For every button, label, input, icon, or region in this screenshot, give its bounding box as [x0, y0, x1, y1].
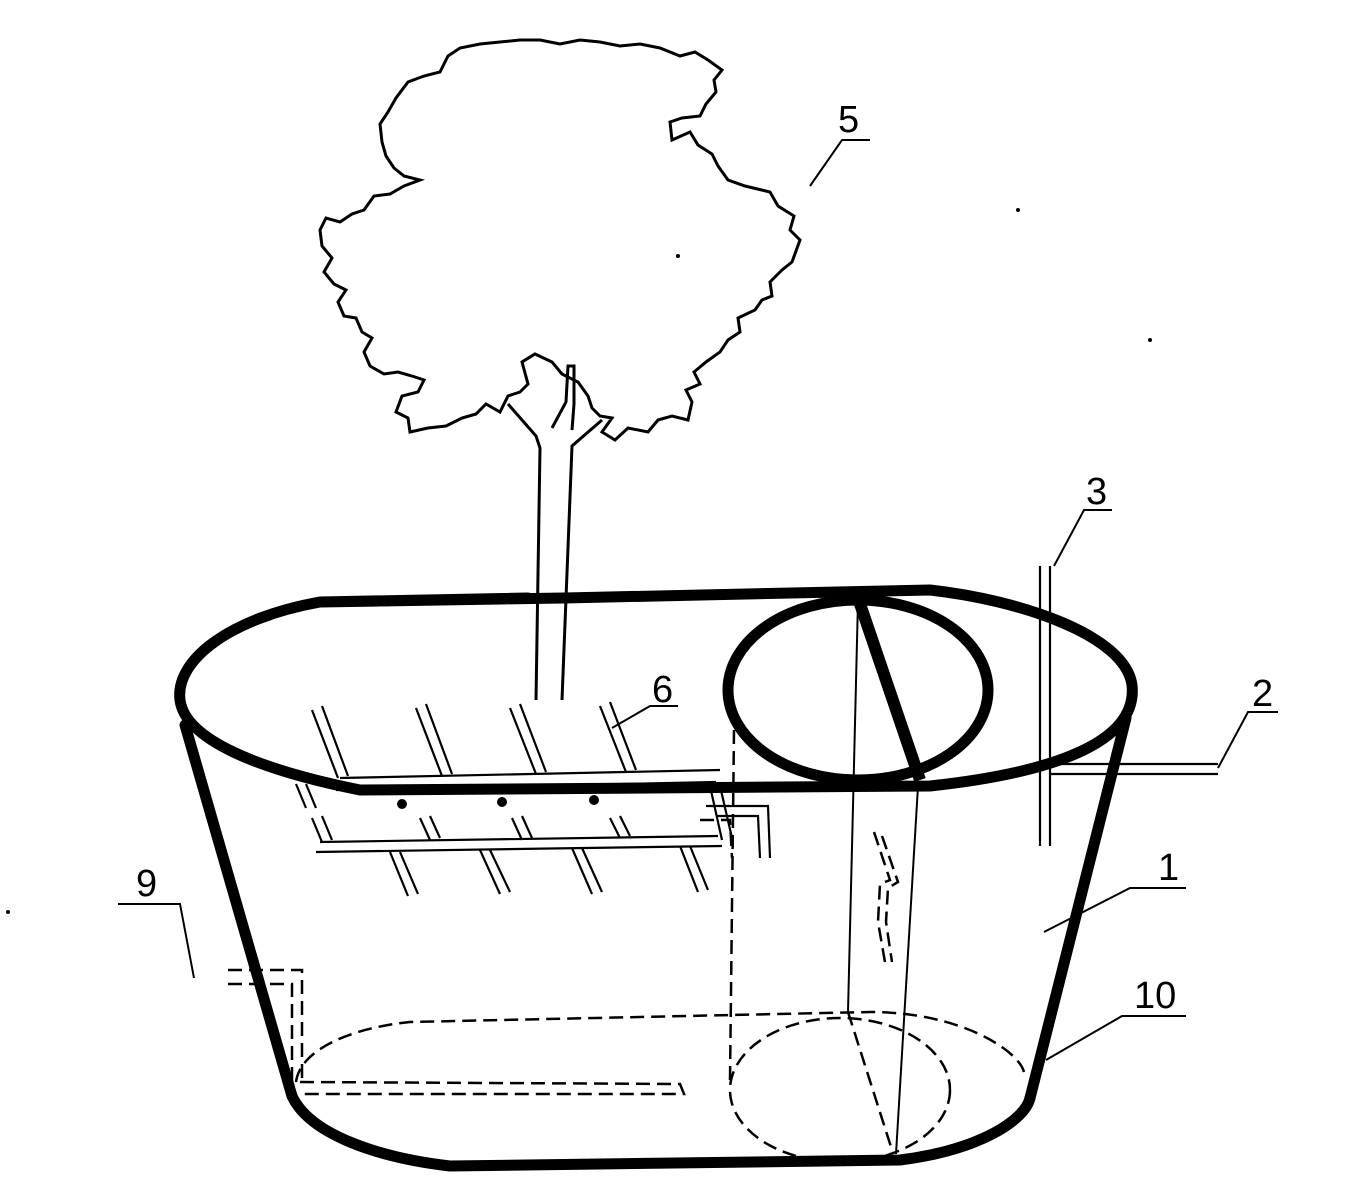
label-5: 5 [838, 99, 859, 141]
reservoir-right-edge [895, 785, 919, 1155]
reservoir-left-hidden-edge [728, 729, 736, 1081]
label-9: 9 [136, 863, 157, 905]
irrigation-network [294, 701, 772, 897]
label-6: 6 [652, 669, 673, 711]
supply-pipe [1038, 566, 1052, 846]
tree-branch [550, 364, 576, 431]
reservoir [722, 594, 994, 1164]
label-10: 10 [1134, 975, 1176, 1017]
partition-hidden-edge [846, 1011, 894, 1151]
tank-rim [174, 584, 1138, 796]
tree-trunk-right [560, 418, 603, 701]
drain-pipe [228, 968, 686, 1096]
tank-body [174, 584, 1138, 1172]
label-1: 1 [1158, 847, 1179, 889]
overflow-pipe [1050, 762, 1218, 776]
tree-trunk-left [506, 403, 542, 701]
tree-crown [318, 38, 802, 442]
tree [318, 38, 802, 701]
tank-bottom [286, 1090, 1036, 1172]
tank-right-wall [1024, 712, 1132, 1104]
reservoir-front-edge [847, 599, 859, 1013]
tank-bottom-hidden-edge [294, 1010, 1026, 1083]
reservoir-partition [852, 596, 926, 782]
label-2: 2 [1252, 673, 1273, 715]
float-indicator [872, 831, 900, 969]
tank-left-wall [179, 719, 298, 1102]
leader-lines [118, 139, 1278, 1061]
reservoir-bottom-hidden [728, 1016, 952, 1164]
label-3: 3 [1086, 471, 1107, 513]
